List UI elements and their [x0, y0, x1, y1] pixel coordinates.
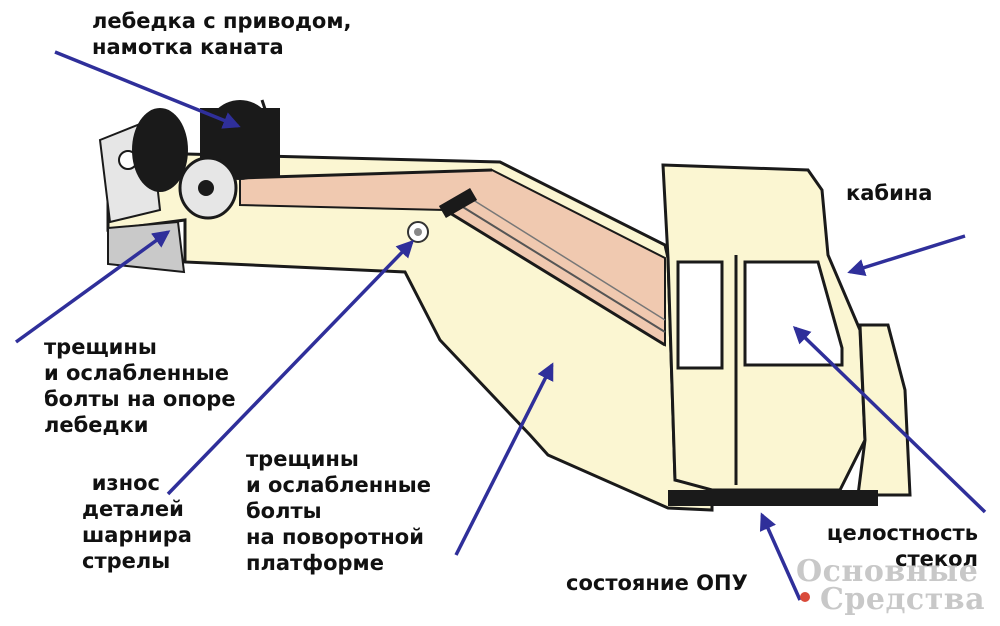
label-winch-support: трещины и ослабленные болты на опоре леб… — [44, 334, 236, 438]
rail-line — [469, 197, 666, 321]
winch-drum — [132, 108, 188, 192]
rail-block — [438, 187, 478, 219]
label-opu: состояние ОПУ — [566, 570, 748, 596]
label-line: трещины — [44, 335, 157, 359]
label-line: целостность — [826, 521, 978, 545]
watermark-dot — [800, 592, 810, 602]
label-line: шарнира — [82, 523, 192, 547]
arrow-opu — [759, 512, 802, 601]
watermark-line: Средства — [820, 582, 986, 617]
hinge-pin-center — [414, 228, 422, 236]
label-line: намотка каната — [92, 35, 284, 59]
label-line: кабина — [846, 181, 933, 205]
watermark-line: Основные — [796, 554, 979, 589]
label-line: деталей — [82, 497, 184, 521]
label-line: и ослабленные — [246, 473, 431, 497]
rail-line — [457, 203, 666, 333]
winch-pulley-hub — [198, 180, 214, 196]
label-line: болты на опоре — [44, 387, 236, 411]
label-line: и ослабленные — [44, 361, 229, 385]
watermark-logo: Основные Средства — [796, 554, 986, 617]
label-glass: целостность стекол — [826, 520, 978, 572]
label-line: стрелы — [82, 549, 171, 573]
label-line: износ — [91, 471, 160, 495]
cabin-window-right — [743, 260, 844, 367]
label-platform-cracks: трещины и ослабленные болты на поворотно… — [246, 446, 431, 576]
label-line: болты — [246, 499, 322, 523]
arrow-cabin — [847, 234, 966, 276]
arrow-glass — [792, 325, 987, 514]
slewing-ring — [668, 490, 878, 506]
arrow-platform — [454, 362, 554, 556]
rail-line — [239, 168, 493, 180]
label-line: на поворотной — [246, 525, 424, 549]
label-line: трещины — [246, 447, 359, 471]
label-line: состояние ОПУ — [566, 571, 748, 595]
rail-line — [444, 208, 666, 347]
arrow-hinge — [166, 239, 415, 496]
label-line: стекол — [895, 547, 978, 571]
label-hinge-wear: износ деталей шарнира стрелы — [82, 470, 192, 574]
cabin-side — [856, 323, 912, 497]
label-line: лебедка с приводом, — [92, 9, 352, 33]
label-line: платформе — [246, 551, 384, 575]
label-cabin: кабина — [846, 180, 932, 206]
arrow-winch-support — [14, 230, 171, 344]
label-line: лебедки — [44, 413, 149, 437]
cabin-window-left — [676, 260, 724, 370]
winch-handle — [260, 99, 268, 113]
label-winch: лебедка с приводом, намотка каната — [92, 8, 352, 60]
arrow-winch — [54, 50, 241, 129]
